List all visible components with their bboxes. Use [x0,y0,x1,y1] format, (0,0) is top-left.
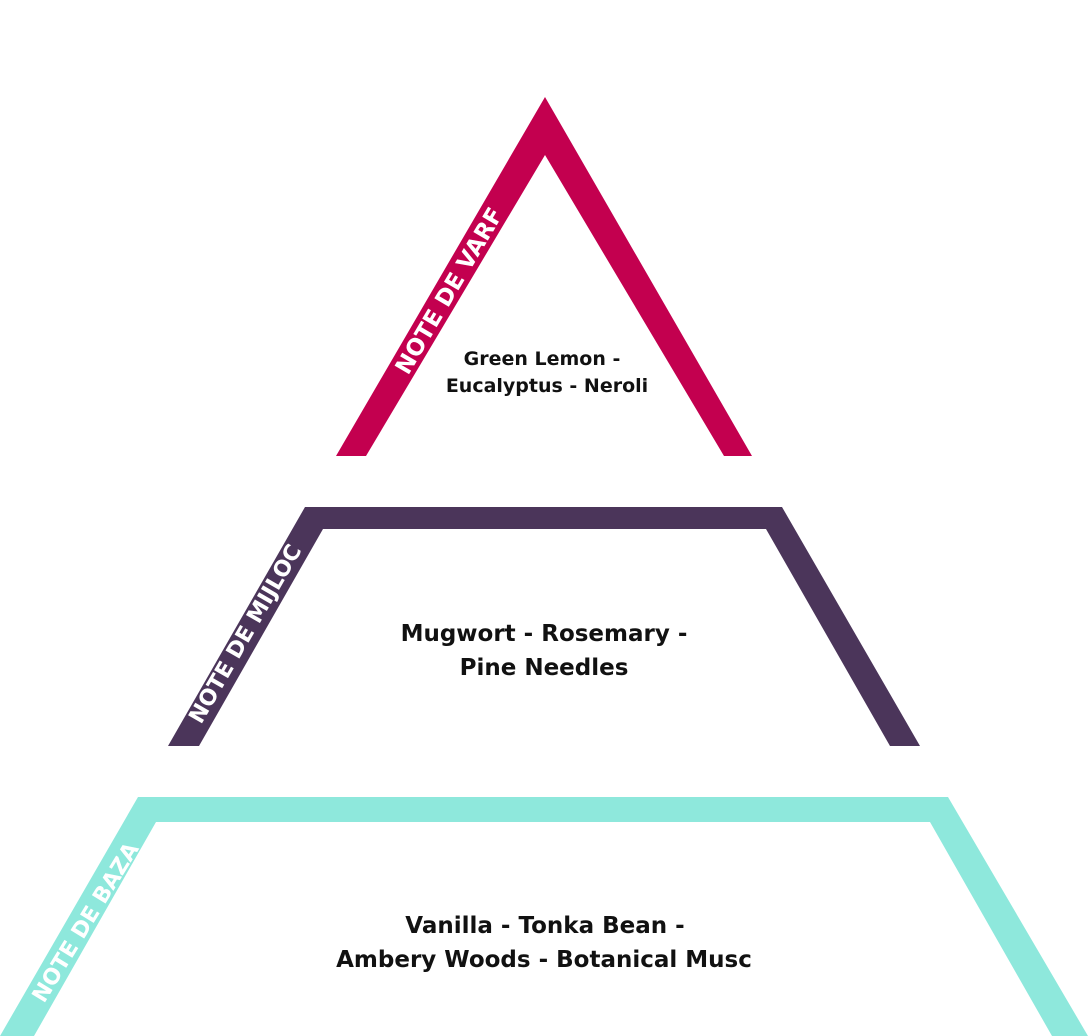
tier-middle-notes-line-2: Pine Needles [460,655,629,681]
tier-base-notes-line-2: Ambery Woods - Botanical Musc [336,947,752,973]
tier-middle-notes-line-1: Mugwort - Rosemary - [401,621,688,647]
tier-top-notes-line-2: Eucalyptus - Neroli [446,375,648,397]
tier-middle: NOTE DE MIJLOC Mugwort - Rosemary - Pine… [168,507,920,746]
tier-base-notes-line-1: Vanilla - Tonka Bean - [405,913,684,939]
tier-top-notes-line-1: Green Lemon - [464,348,621,370]
tier-base-side-label: NOTE DE BAZA [28,838,145,1007]
tier-middle-side-label: NOTE DE MIJLOC [185,540,308,728]
tier-top-frame [336,97,752,456]
tier-base: NOTE DE BAZA Vanilla - Tonka Bean - Ambe… [0,797,1088,1036]
tier-top: NOTE DE VARF Green Lemon - Eucalyptus - … [336,97,752,456]
